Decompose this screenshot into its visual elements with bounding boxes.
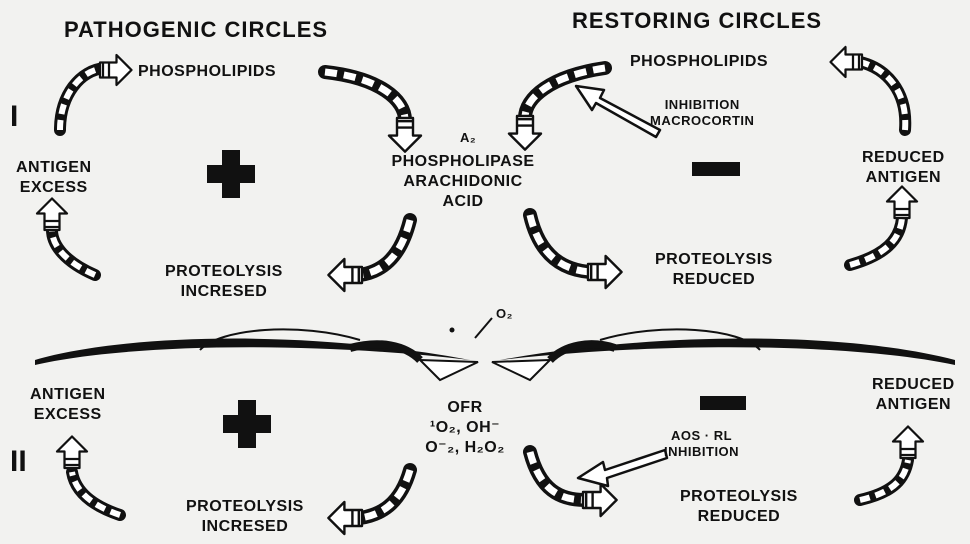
label-phospholipids-left: PHOSPHOLIPIDS [138,62,276,82]
arrow-proteolysis-to-antigen-left [37,199,95,276]
arrow-antigen-to-phospholipids-left [60,55,132,130]
minus-sign-restoring-2 [700,396,746,410]
arrow-proteolysis-to-antigen-right [850,187,917,266]
label-phospholipase-arachidonic-acid: PHOSPHOLIPASE ARACHIDONIC ACID [383,152,543,212]
label-proteolysis-increased-2: PROTEOLYSIS INCRESED [186,497,304,537]
cycle-marker-one: I [10,100,18,134]
label-antigen-excess-2: ANTIGEN EXCESS [30,385,106,425]
label-reduced-antigen-1: REDUCED ANTIGEN [862,148,945,188]
label-a2: A₂ [460,130,476,146]
arrow-proteolysis-to-antigen-right-2 [860,427,923,501]
ink-dot [450,328,455,333]
label-o2: O₂ [496,306,513,322]
label-proteolysis-increased-1: PROTEOLYSIS INCRESED [165,262,283,302]
oxygen-pointer-arrow [475,318,492,338]
minus-sign-restoring-1 [692,162,740,176]
label-aos-inhibition: AOS · RL INHIBITION [664,428,739,461]
arrow-ofr-to-proteolysis-left [328,470,410,534]
title-pathogenic-circles: PATHOGENIC CIRCLES [64,16,328,44]
plus-sign-pathogenic-2 [223,400,271,448]
label-inhibition-macrocortin: INHIBITION MACROCORTIN [650,97,754,130]
label-ofr-radicals: OFR ¹O₂, OH⁻ O⁻₂, H₂O₂ [410,398,520,458]
inhibition-arrow-aos [578,450,667,486]
inhibition-arrow-macrocortin [576,86,660,137]
arrow-proteolysis-to-antigen-left-2 [57,437,120,516]
arrow-phospholipids-to-phospholipase [325,72,421,152]
title-restoring-circles: RESTORING CIRCLES [572,7,822,35]
cycle-marker-two: II [10,445,27,479]
label-proteolysis-reduced-1: PROTEOLYSIS REDUCED [655,250,773,290]
arrow-acid-to-proteolysis-left [328,220,410,291]
divider-swoosh-left [35,329,478,380]
label-phospholipids-right: PHOSPHOLIPIDS [630,52,768,72]
arrow-antigen-to-phospholipids-right [831,47,906,130]
label-antigen-excess-1: ANTIGEN EXCESS [16,158,92,198]
plus-sign-pathogenic-1 [207,150,255,198]
label-proteolysis-reduced-2: PROTEOLYSIS REDUCED [680,487,798,527]
arrow-acid-to-proteolysis-right [530,215,622,288]
divider-swoosh-right [492,329,955,380]
label-reduced-antigen-2: REDUCED ANTIGEN [872,375,955,415]
